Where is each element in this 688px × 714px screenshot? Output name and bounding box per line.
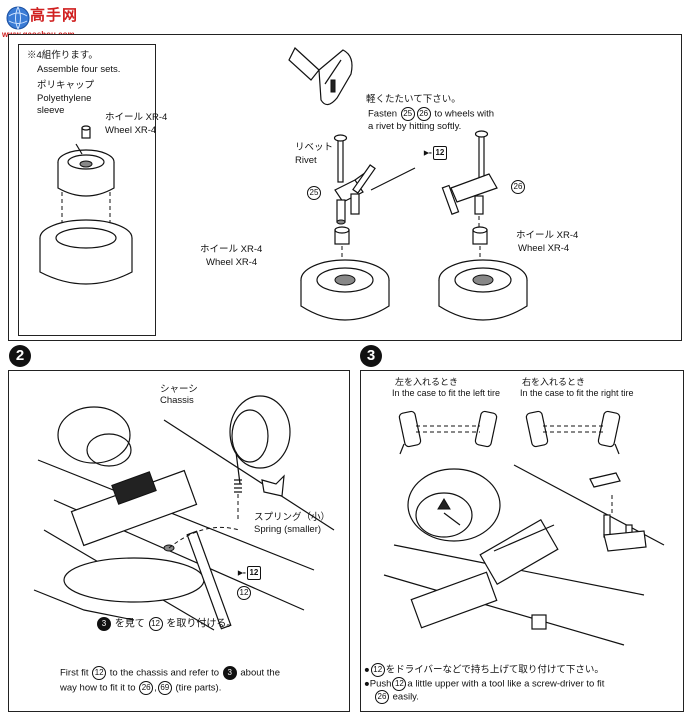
poly-cap-jp: ポリキャップ: [37, 80, 95, 91]
step2-part-12-circle: 12: [237, 585, 251, 600]
inst-en1-part12: 12: [92, 666, 107, 680]
note2-part12: 12: [392, 677, 407, 691]
inst-en2-part26: 26: [139, 681, 154, 695]
ref-step-3-badge: 3: [97, 617, 111, 631]
poly-sleeve-box: [18, 44, 156, 336]
left-case-jp: 左を入れるとき: [395, 377, 459, 387]
right-case-jp: 右を入れるとき: [522, 377, 586, 387]
note-jp: ※4組作ります。: [27, 50, 98, 61]
spring-en: Spring (smaller): [254, 524, 322, 535]
part-26-callout: 26: [510, 178, 526, 196]
middle-assembly: [300, 134, 416, 321]
left-case-diagram: [398, 410, 498, 455]
right-case-en: In the case to fit the right tire: [520, 388, 634, 398]
step2-inst-en2: way how to fit it to 26,69 (tire parts).: [60, 681, 222, 695]
left-case-en: In the case to fit the left tire: [392, 388, 501, 398]
step3-note2-cont: 26 easily.: [374, 690, 419, 704]
inst-en1c: about the: [240, 667, 280, 679]
step2-part-12-badge: 12: [246, 566, 261, 580]
wheel-left-jp: ホイール XR-4: [105, 112, 168, 123]
hammer: [288, 47, 353, 106]
inst-en1-step3: 3: [222, 666, 237, 680]
step-2-number: 2: [9, 345, 31, 367]
wheel-right-jp: ホイール XR-4: [516, 230, 579, 241]
inst-en2-part69: 69: [157, 681, 172, 695]
note-en: Assemble four sets.: [37, 64, 121, 75]
inst-part-12: 12: [148, 617, 163, 631]
step2-inst-en1: First fit 12 to the chassis and refer to…: [60, 666, 280, 680]
poly-cap-en1: Polyethylene: [37, 93, 92, 104]
tap-jp: 軽くたたいて下さい。: [366, 94, 461, 105]
note1-jp: をドライバーなどで持ち上げて取り付けて下さい。: [385, 664, 604, 676]
tap-en3: a rivet by hitting softly.: [368, 121, 462, 132]
note2a: Push: [369, 678, 392, 690]
inst-jp-b: を取り付ける。: [166, 618, 237, 630]
part-12-label: ▸-12: [424, 146, 448, 160]
part-25-circle: 25: [307, 185, 321, 200]
step2-part-12-tag: ▸-12: [238, 566, 262, 580]
part-26-circle: 26: [511, 179, 525, 194]
part-25-callout: 25: [306, 184, 322, 202]
note2b: a little upper with a tool like a screw-…: [407, 678, 605, 690]
poly-cap-en2: sleeve: [37, 105, 65, 116]
note2-part26: 26: [375, 690, 389, 704]
step2-inst-jp: 3 を見て 12 を取り付ける。: [96, 617, 236, 631]
watermark-title: 高手网: [30, 6, 79, 24]
part-12-badge: 12: [432, 146, 447, 160]
chassis-en: Chassis: [160, 395, 194, 406]
inst-jp-a: を見て: [114, 618, 145, 630]
inst-en2b: (tire parts).: [175, 682, 222, 694]
left-wheel-exploded: [39, 125, 133, 285]
note1-part12: 12: [370, 663, 385, 677]
wheel-left-en: Wheel XR-4: [105, 125, 157, 136]
rivet-jp: リベット: [295, 142, 334, 153]
inst-en2a: way how to fit it to: [60, 682, 136, 694]
step-3-number: 3: [360, 345, 382, 367]
tap-en2: to wheels with: [434, 108, 494, 120]
right-case-diagram: [525, 410, 621, 455]
chassis-jp: シャーシ: [160, 384, 198, 395]
rivet-en: Rivet: [295, 155, 317, 166]
inst-en1a: First fit: [60, 667, 89, 679]
wheel-mid-jp: ホイール XR-4: [200, 244, 263, 255]
tap-en1: Fasten: [368, 108, 398, 120]
spring-jp: スプリング（小）: [254, 512, 331, 523]
part-25-badge: 25: [400, 107, 415, 121]
wheel-mid-en: Wheel XR-4: [206, 257, 258, 268]
inst-en1b: to the chassis and refer to: [109, 667, 220, 679]
part-26-badge: 26: [416, 107, 431, 121]
globe-icon: [6, 6, 30, 30]
note2c: easily.: [392, 691, 419, 703]
wheel-right-en: Wheel XR-4: [518, 243, 570, 254]
step-2-chassis-drawing: [33, 395, 335, 631]
step-3-chassis-drawing: [383, 464, 665, 646]
step2-part-12-callout: 12: [236, 584, 252, 602]
right-assembly: [438, 130, 528, 321]
